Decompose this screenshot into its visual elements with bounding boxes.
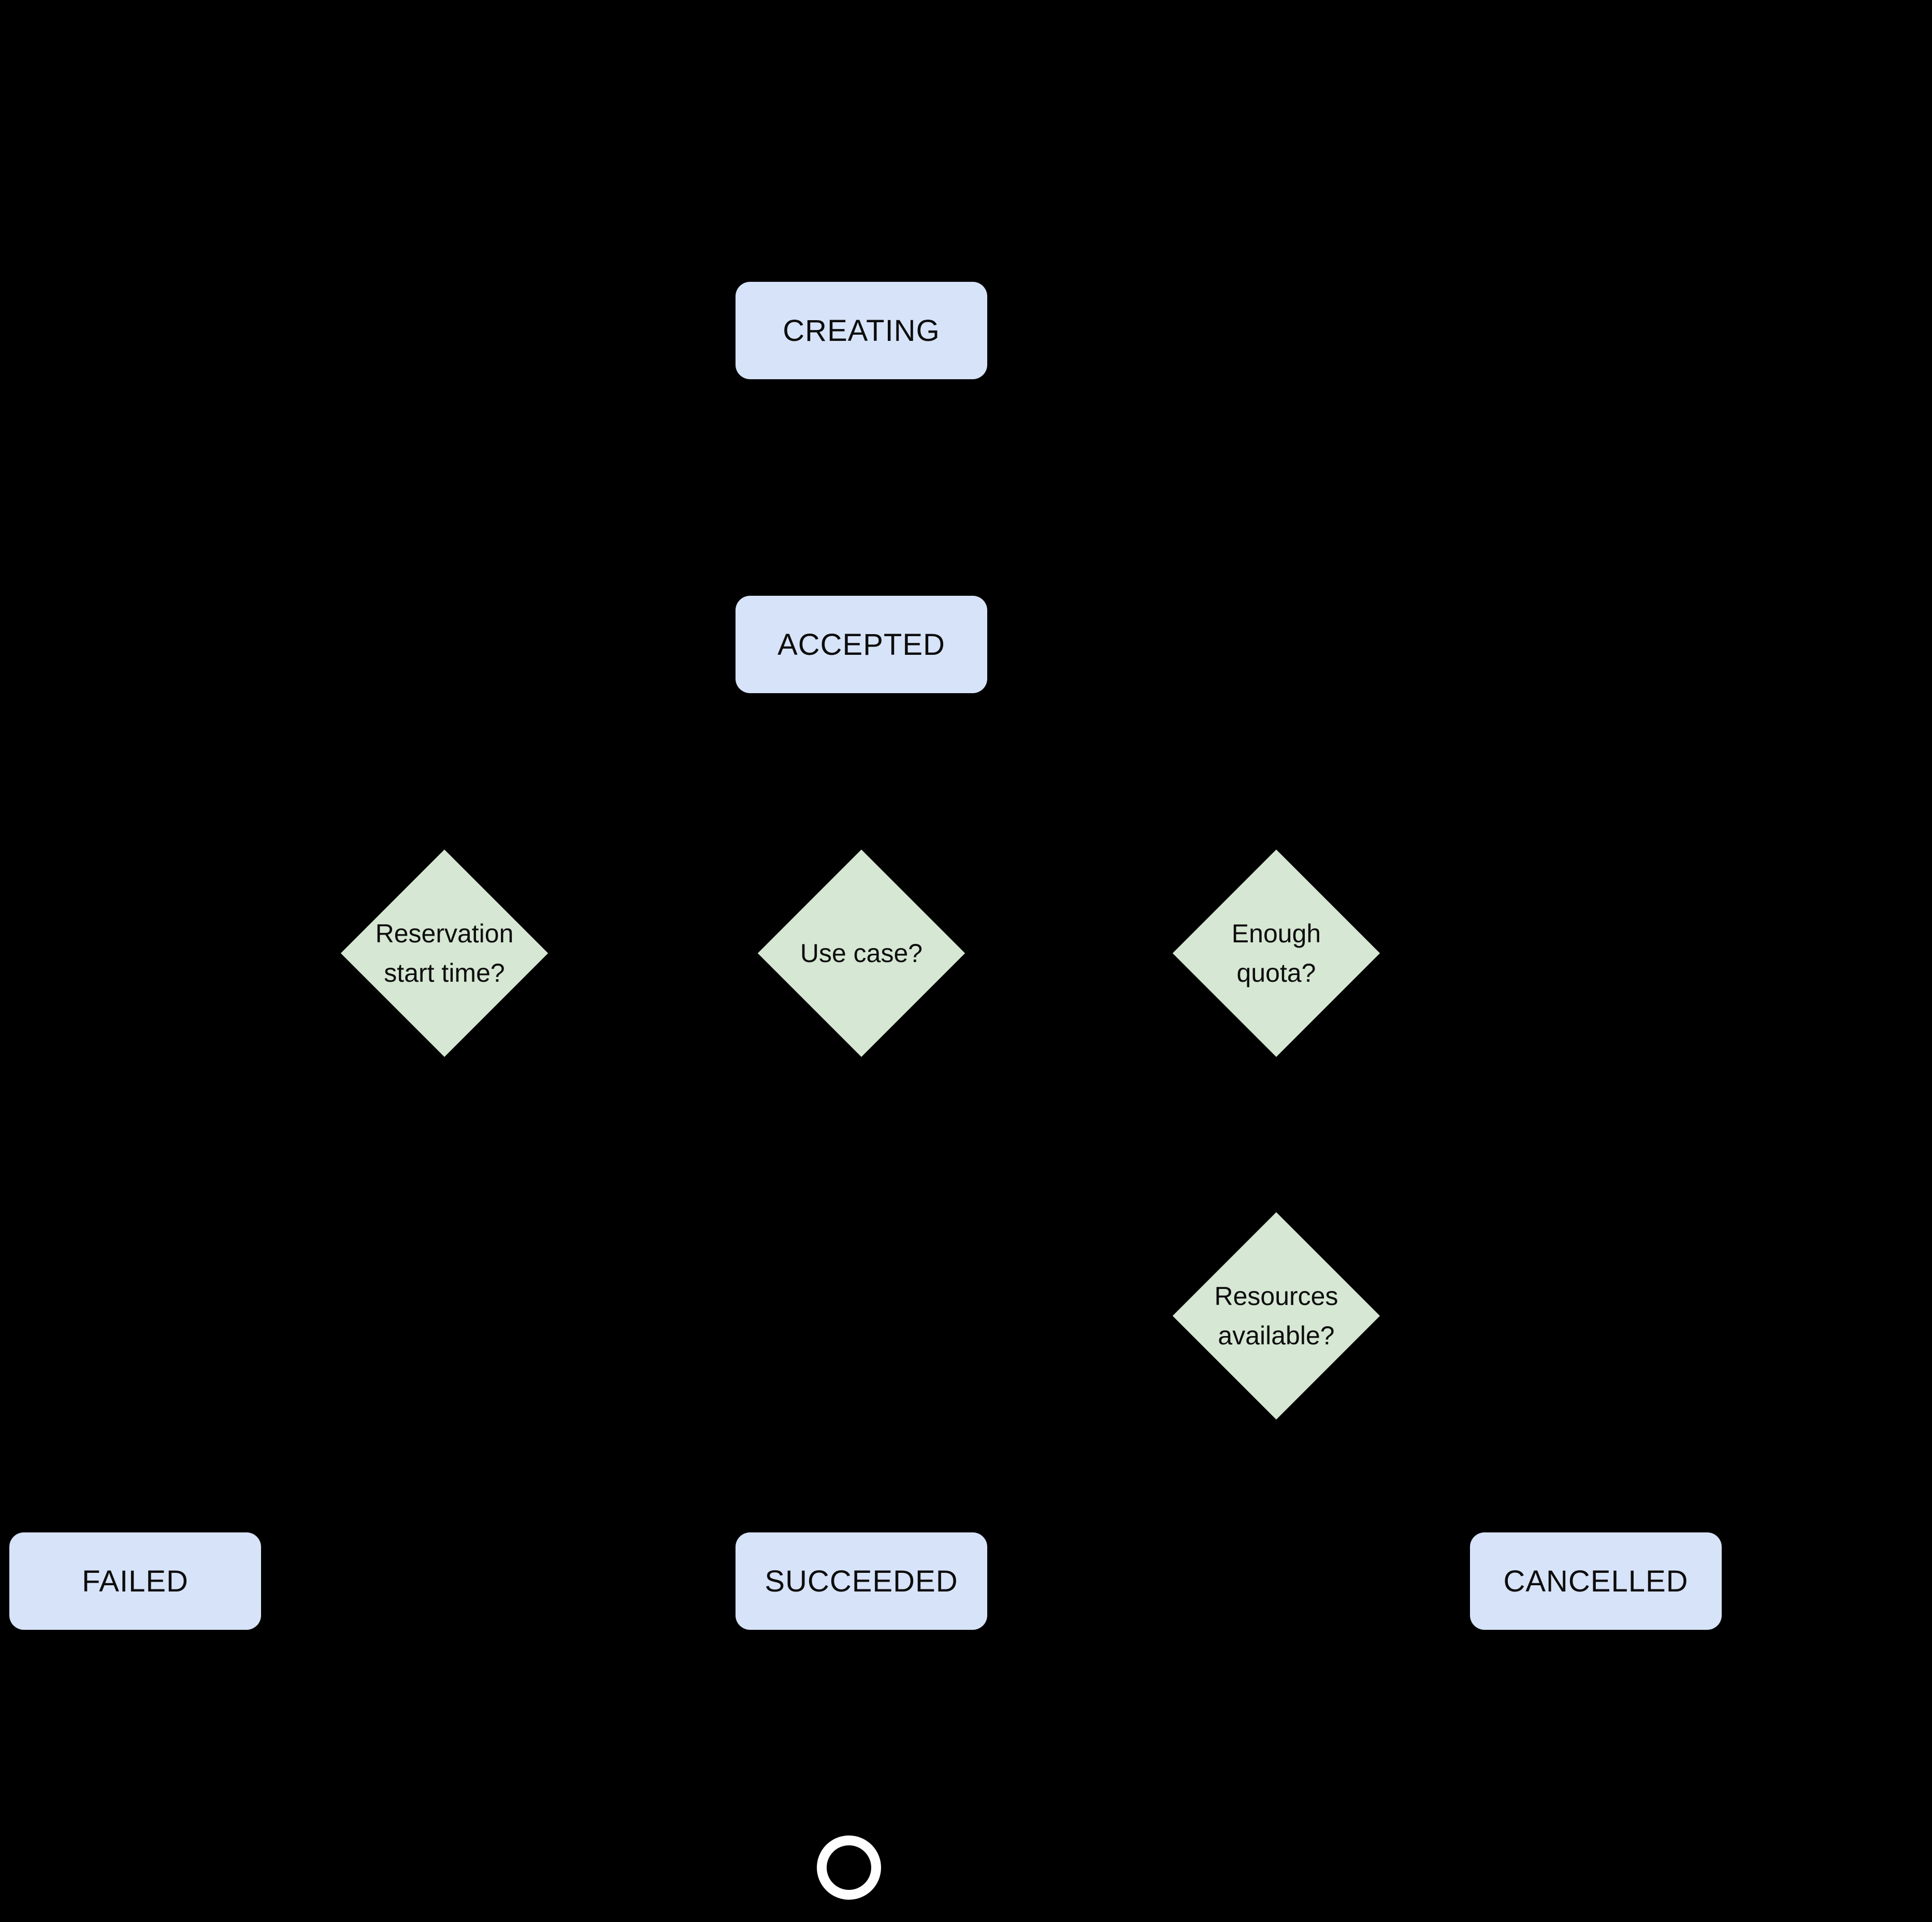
state-label-cancelled: CANCELLED (1503, 1564, 1689, 1598)
state-label-accepted: ACCEPTED (777, 627, 945, 662)
decision-label-use-case: Use case? (758, 850, 965, 1057)
decision-node-resources-available: Resources available? (1172, 1212, 1380, 1420)
state-node-cancelled: CANCELLED (1470, 1532, 1722, 1630)
decision-label-line2: available? (1218, 1321, 1335, 1350)
decision-label-enough-quota: Enough quota? (1173, 850, 1380, 1057)
decision-node-enough-quota: Enough quota? (1172, 849, 1380, 1057)
decision-label-line2: start time? (384, 958, 505, 987)
decision-label-line1: Resources (1214, 1282, 1338, 1311)
end-terminal-icon (817, 1835, 881, 1900)
decision-label-reservation-start-time: Reservation start time? (341, 850, 548, 1057)
state-node-failed: FAILED (9, 1532, 261, 1630)
decision-node-reservation-start-time: Reservation start time? (340, 849, 549, 1057)
decision-label-resources-available: Resources available? (1173, 1212, 1380, 1419)
state-node-creating: CREATING (736, 282, 987, 379)
decision-label-line2: quota? (1236, 958, 1316, 987)
state-node-succeeded: SUCCEEDED (736, 1532, 987, 1630)
decision-node-use-case: Use case? (757, 849, 965, 1057)
state-node-accepted: ACCEPTED (736, 596, 987, 693)
state-label-succeeded: SUCCEEDED (765, 1564, 958, 1598)
state-label-creating: CREATING (783, 313, 940, 348)
state-label-failed: FAILED (82, 1564, 189, 1598)
decision-label-line1: Enough (1231, 919, 1321, 948)
decision-label-line1: Reservation (375, 919, 514, 948)
decision-label-line1: Use case? (800, 939, 923, 968)
